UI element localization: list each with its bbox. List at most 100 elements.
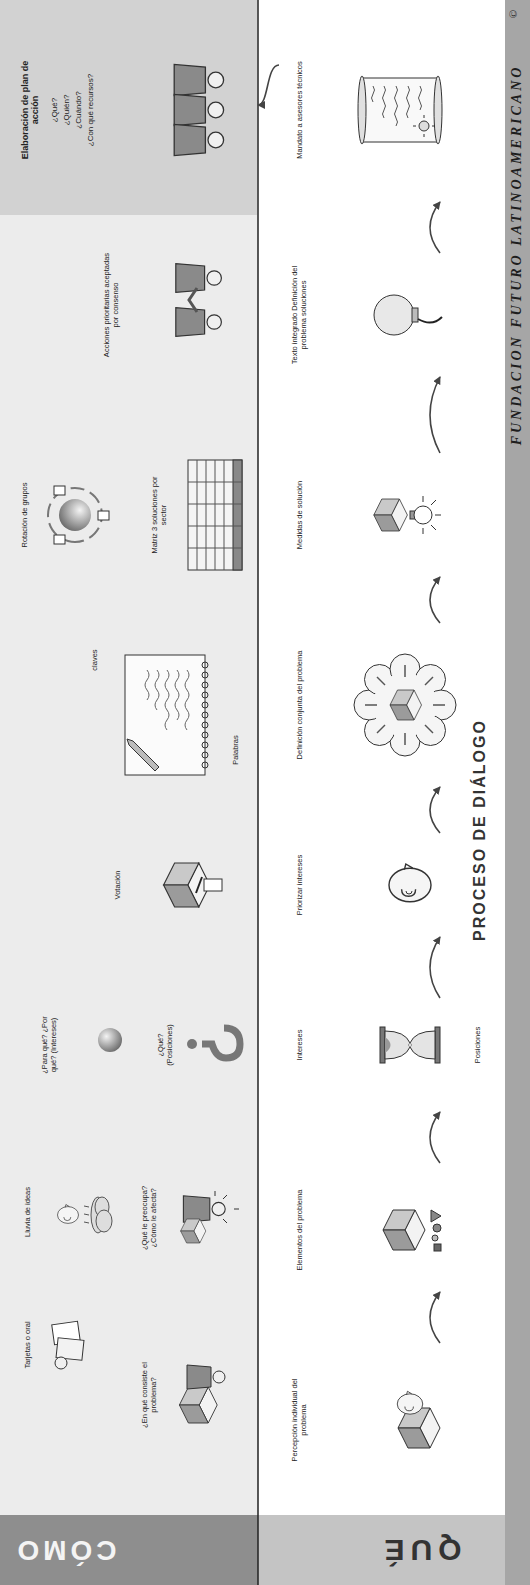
notebook-icon bbox=[202, 742, 208, 748]
notebook-icon bbox=[202, 662, 208, 668]
cards-icon bbox=[52, 1321, 84, 1369]
rotation-icon bbox=[54, 486, 65, 495]
cards-icon bbox=[55, 1357, 67, 1369]
worried-person-icon bbox=[181, 1191, 239, 1243]
method-caption: Rotación de grupos bbox=[21, 470, 30, 560]
head-icon bbox=[389, 864, 431, 902]
header-text: FUNDACION FUTURO LATINOAMERICANO bbox=[509, 65, 525, 446]
cube-head-icon bbox=[397, 1391, 440, 1448]
method-caption: Acciones prioritarias aceptadas por cons… bbox=[103, 250, 120, 360]
pot-icon bbox=[418, 317, 442, 323]
sphere-icon bbox=[98, 1028, 122, 1052]
bulb-icon bbox=[423, 496, 424, 502]
notebook-icon bbox=[127, 739, 159, 771]
elements-icon bbox=[431, 1210, 441, 1222]
scroll-icon bbox=[419, 86, 422, 110]
method-caption: Matriz 3 soluciones por sector bbox=[151, 470, 168, 560]
matrix-icon bbox=[197, 460, 198, 570]
process-step: Texto integrado Definición del problema … bbox=[280, 255, 470, 375]
scroll-icon bbox=[424, 115, 425, 118]
head-icon bbox=[389, 864, 431, 902]
rotation-icon bbox=[54, 535, 65, 544]
notebook-icon bbox=[202, 692, 208, 698]
plan-text: Elaboración de plan de acción bbox=[20, 53, 41, 168]
brainstorm-icon bbox=[84, 1206, 89, 1207]
notebook-icon bbox=[185, 670, 189, 730]
head-icon bbox=[406, 891, 412, 894]
method-caption: ¿Qué? (Posiciones) bbox=[157, 1015, 174, 1075]
hourglass-icon bbox=[380, 1027, 440, 1063]
cube-head-icon bbox=[397, 1391, 423, 1414]
cloud-icon bbox=[390, 690, 422, 720]
rotation-icon bbox=[48, 486, 109, 544]
plan-text: ¿Qué? bbox=[50, 98, 59, 122]
ballot-box-icon bbox=[164, 863, 210, 907]
plan-text: ¿Cuándo? bbox=[74, 91, 83, 128]
bulb-icon bbox=[374, 496, 441, 534]
worried-person-icon bbox=[215, 1191, 239, 1223]
handshake-icon bbox=[189, 288, 197, 312]
notebook-icon bbox=[202, 762, 208, 768]
brainstorm-icon bbox=[84, 1222, 89, 1223]
flow-arrow bbox=[430, 787, 440, 833]
scroll-icon bbox=[424, 134, 425, 137]
question-mark-icon bbox=[187, 1028, 240, 1058]
notebook-icon bbox=[202, 682, 208, 688]
brainstorm-icon bbox=[96, 1210, 112, 1232]
notebook-icon bbox=[125, 655, 208, 775]
pot-icon bbox=[412, 308, 418, 322]
flow-arrow bbox=[430, 1292, 440, 1343]
brainstorm-icon bbox=[58, 1197, 113, 1233]
notebook-icon bbox=[202, 662, 208, 768]
step-caption: Priorizar intereses bbox=[296, 840, 305, 930]
scroll-icon bbox=[413, 115, 435, 137]
scroll-icon bbox=[432, 126, 435, 127]
notebook-icon bbox=[202, 722, 208, 728]
person-cube-icon bbox=[187, 1365, 225, 1389]
elements-icon bbox=[432, 1235, 438, 1241]
method-caption: Lluvia de ideas bbox=[24, 1172, 33, 1252]
scroll-icon bbox=[358, 76, 366, 144]
handshake-icon bbox=[176, 264, 222, 337]
elements-icon bbox=[383, 1210, 441, 1251]
cloud-icon bbox=[377, 677, 385, 685]
notebook-icon bbox=[175, 670, 179, 720]
rotation-icon bbox=[48, 488, 102, 542]
question-mark-icon bbox=[187, 1039, 197, 1049]
scroll-icon bbox=[383, 86, 386, 118]
process-step: Medidas de solución bbox=[280, 455, 470, 575]
person-cube-icon bbox=[179, 1365, 225, 1423]
matrix-icon bbox=[206, 460, 207, 570]
scroll-icon bbox=[419, 121, 429, 131]
scroll-icon bbox=[395, 86, 398, 126]
method-caption: claves bbox=[91, 640, 100, 680]
matrix-icon bbox=[188, 460, 242, 570]
flow-arrow bbox=[430, 202, 440, 253]
matrix-icon bbox=[224, 460, 225, 570]
action-plan-box: Elaboración de plan de acción¿Qué?¿Quién… bbox=[0, 0, 257, 215]
step-caption: Intereses bbox=[296, 1010, 305, 1080]
ballot-box-icon bbox=[164, 863, 222, 907]
process-step: PosicionesIntereses bbox=[280, 1000, 500, 1110]
como-column bbox=[0, 0, 258, 1515]
three-people-icon bbox=[174, 94, 223, 125]
method-caption: ¿En qué consiste el problema? bbox=[141, 1348, 158, 1443]
notebook-icon bbox=[165, 670, 169, 730]
cloud-icon bbox=[433, 704, 445, 706]
row-divider bbox=[257, 0, 259, 1585]
flow-arrow bbox=[430, 937, 440, 998]
elements-icon bbox=[383, 1210, 425, 1250]
person-cube-icon bbox=[179, 1387, 217, 1423]
matrix-icon bbox=[233, 460, 242, 570]
scroll-icon bbox=[362, 78, 438, 142]
ballot-box-icon bbox=[204, 879, 222, 891]
flow-arrow bbox=[430, 577, 440, 623]
method-caption: ¿Qué le preocupa? ¿Cómo le afecta? bbox=[141, 1178, 158, 1258]
three-people-icon bbox=[174, 64, 223, 95]
cloud-icon bbox=[377, 725, 385, 733]
row-label: CÓMO bbox=[13, 1534, 116, 1566]
cloud-icon bbox=[365, 704, 377, 706]
bulb-icon bbox=[414, 506, 432, 524]
worried-person-icon bbox=[215, 1191, 216, 1196]
matrix-icon bbox=[188, 460, 242, 570]
